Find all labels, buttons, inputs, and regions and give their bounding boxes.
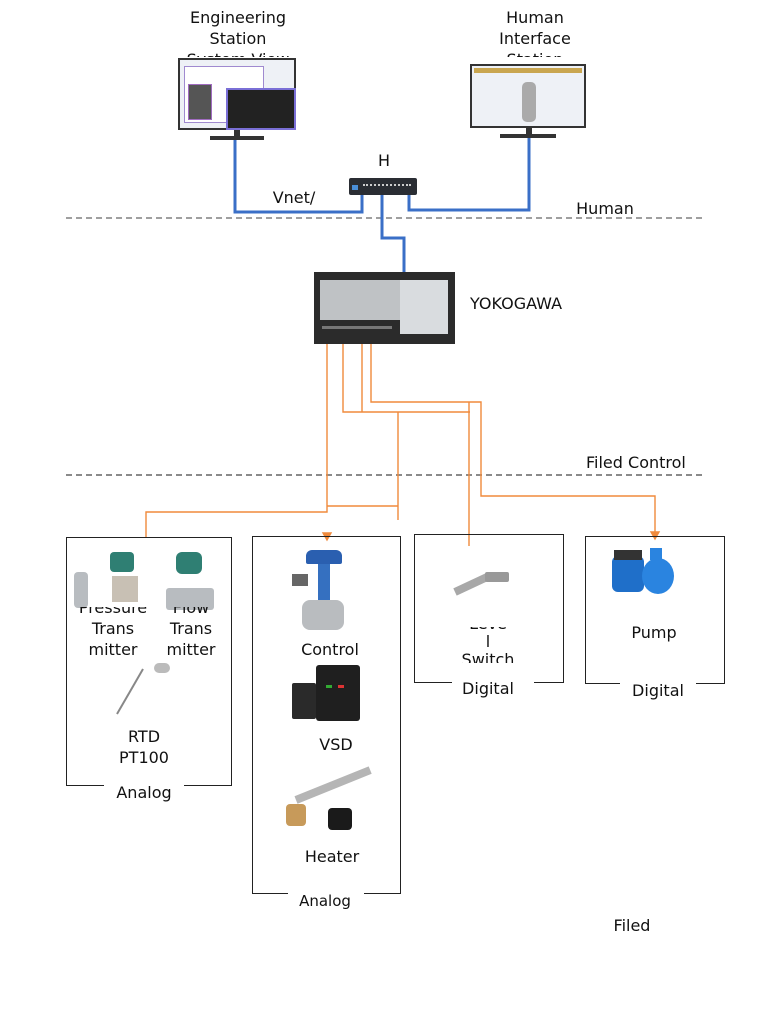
digital-input-group-label: Digital (462, 679, 514, 698)
field-level-label: Filed (613, 916, 651, 935)
signal-wires (145, 310, 661, 546)
engineering-station-label: Engineering Station System View (187, 8, 290, 57)
digital-output-group-label: Digital (632, 681, 684, 700)
control-valve-label: Control (301, 640, 359, 659)
vsd-icon (292, 665, 362, 721)
vsd-label: VSD (319, 735, 353, 754)
analog-input-group-label: Analog Input (116, 783, 172, 806)
controller-label: YOKOGAWA (470, 294, 563, 313)
vnet-label: Vnet/ (272, 188, 316, 207)
arrowhead (649, 531, 661, 541)
hmi-station-label: Human Interface Station (499, 8, 571, 57)
heater-label: Heater (304, 847, 360, 866)
controller-cable (380, 194, 406, 290)
pump-label: Pump (631, 623, 677, 642)
analog-output-group-label: Analog (299, 892, 351, 910)
hmi-cable (407, 136, 531, 212)
pump-icon (608, 548, 678, 610)
human-level-label: Human (576, 199, 634, 218)
analog-output-wire (342, 310, 470, 413)
rtd-label: RTD PT100 (119, 727, 169, 767)
field-control-level-label: Filed Control (586, 453, 686, 472)
engineering-station-monitor[interactable] (178, 58, 296, 130)
yokogawa-controller[interactable] (314, 272, 455, 344)
ethernet-cables (233, 136, 531, 290)
control-valve-icon (292, 550, 354, 634)
flow-transmitter-label: Flow Trans mitter (166, 607, 216, 657)
level-switch-label: Leve l Switch (461, 627, 515, 663)
hmi-monitor[interactable] (470, 64, 586, 128)
rtd-sensor-icon (116, 663, 182, 721)
level-switch-icon (453, 570, 519, 606)
pressure-transmitter-icon (74, 552, 144, 610)
eng-station-cable (233, 140, 364, 214)
network-hub[interactable] (349, 178, 417, 195)
pressure-transmitter-label: Pressure Trans mitter (78, 607, 148, 657)
digital-output-wire (370, 310, 656, 535)
analog-input-wire (145, 310, 328, 537)
flow-transmitter-icon (166, 552, 216, 614)
hub-label: H (377, 151, 391, 170)
heater-icon (286, 766, 372, 834)
